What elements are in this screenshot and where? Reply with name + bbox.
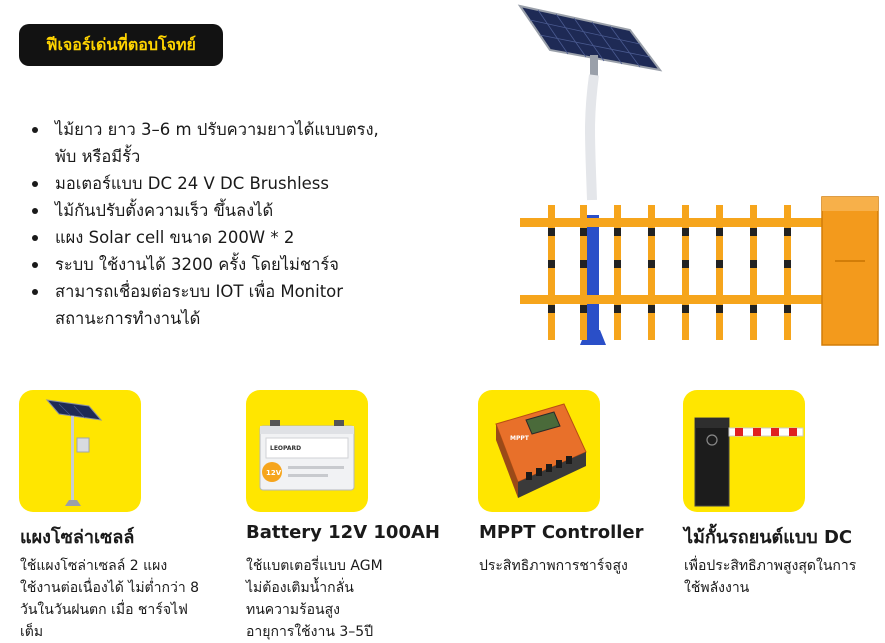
battery-voltage-sticker: 12V [266,469,282,477]
card-title-mppt: MPPT Controller [479,522,644,543]
card-image-solar [19,390,141,512]
solar-pole-icon [45,399,103,506]
card-title-solar: แผงโซล่าเซลล์ [20,527,135,548]
card-desc-barrier: เพื่อประสิทธิภาพสูงสุดในการ ใช้พลังงาน [684,558,857,596]
battery-brand-label: LEOPARD [270,445,301,452]
card-desc-mppt: ประสิทธิภาพการชาร์จสูง [479,558,628,574]
feature-item: ไม้กันปรับตั้งความเร็ว ขึ้นลงได้ [30,197,450,224]
card-image-battery: LEOPARD 12V [246,390,368,512]
card-desc-solar: ใช้แผงโซล่าเซลล์ 2 แผง ใช้งานต่อเนื่องได… [20,558,200,640]
card-image-barrier [683,390,805,512]
feature-item: ไม้ยาว ยาว 3–6 m ปรับความยาวได้แบบตรง,พั… [30,116,450,170]
hero-barrier-illustration [517,4,879,346]
controller-brand-label: MPPT [510,435,530,442]
feature-list: ไม้ยาว ยาว 3–6 m ปรับความยาวได้แบบตรง,พั… [30,116,450,332]
card-desc-battery: ใช้แบตเตอรี่แบบ AGM ไม่ต้องเติมน้ำกลั่น … [246,558,383,640]
solar-panel-icon [517,4,663,77]
battery-icon: LEOPARD 12V [259,420,355,491]
fence-barrier-arm [520,205,830,340]
feature-item: มอเตอร์แบบ DC 24 V DC Brushless [30,170,450,197]
feature-item: ระบบ ใช้งานได้ 3200 ครั้ง โดยไม่ชาร์จ [30,251,450,278]
barrier-gate-icon [694,417,804,507]
barrier-housing [821,196,879,346]
feature-item: แผง Solar cell ขนาด 200W * 2 [30,224,450,251]
card-title-barrier: ไม้กั้นรถยนต์แบบ DC [684,527,853,548]
card-title-battery: Battery 12V 100AH [246,522,440,543]
card-image-mppt: MPPT [478,390,600,512]
section-badge: ฟีเจอร์เด่นที่ตอบโจทย์ [19,24,223,66]
charge-controller-icon: MPPT [495,403,587,498]
